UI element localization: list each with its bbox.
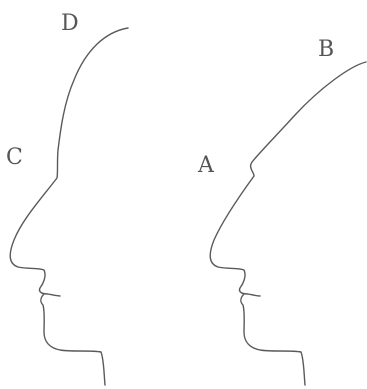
right-profile: [210, 62, 366, 385]
label-b: B: [318, 37, 334, 62]
left-profile: [10, 28, 128, 385]
left-profile-outline: [10, 28, 128, 385]
label-a: A: [197, 153, 215, 178]
label-c: C: [6, 145, 23, 170]
label-d: D: [61, 11, 79, 36]
right-profile-outline: [210, 62, 366, 385]
